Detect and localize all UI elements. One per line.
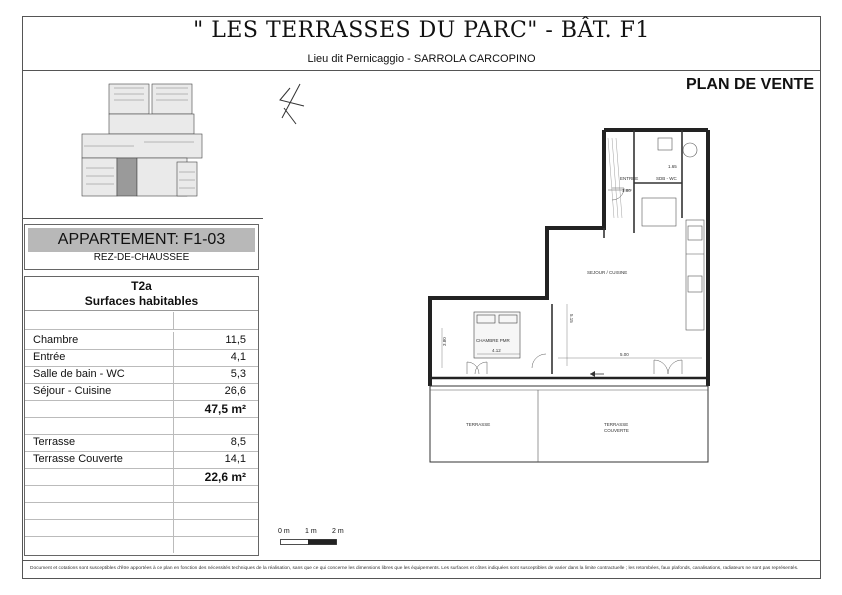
room-label: Salle de bain - WC: [33, 368, 125, 380]
room-label-sejour: SEJOUR / CUISINE: [587, 270, 627, 275]
sidebar-divider: [22, 218, 263, 219]
exterior-area: 8,5: [230, 436, 246, 448]
building-key-plan: [81, 83, 203, 197]
apartment-header: APPARTEMENT: F1-03 REZ-DE-CHAUSSEE: [24, 224, 259, 270]
table-row: Salle de bain - WC 5,3: [25, 366, 258, 384]
scale-bar: [280, 539, 337, 545]
building-title: " LES TERRASSES DU PARC" - BÂT. F1: [193, 18, 650, 43]
north-arrow-icon: [279, 83, 305, 125]
dimension-label: 5.00: [620, 352, 629, 357]
room-label-sdb: SDB - WC: [656, 176, 677, 181]
table-row-empty: [25, 417, 258, 435]
dimension-label: 1.80: [622, 188, 631, 193]
room-label: Séjour - Cuisine: [33, 385, 112, 397]
floor-plan: ENTREE SDB - WC SEJOUR / CUISINE CHAMBRE…: [279, 83, 710, 463]
room-label-entree: ENTREE: [620, 176, 638, 181]
living-area-total: 47,5 m²: [204, 402, 246, 416]
room-label-chambre: CHAMBRE PMR: [476, 338, 511, 343]
room-label-terrasse: TERRASSE: [466, 422, 490, 427]
header-divider: [22, 70, 821, 71]
room-label: Entrée: [33, 351, 66, 363]
dimension-label: 4.12: [492, 348, 501, 353]
table-row-total: 22,6 m²: [25, 468, 258, 486]
table-row: Terrasse 8,5: [25, 434, 258, 452]
document-frame: [22, 16, 821, 579]
apartment-type: T2a: [131, 279, 152, 293]
exterior-label: Terrasse: [33, 436, 76, 448]
dimension-label: 3.80: [442, 337, 447, 346]
table-row: Chambre 11,5: [25, 332, 258, 350]
exterior-area-total: 22,6 m²: [204, 470, 246, 484]
plan-type-label: PLAN DE VENTE: [685, 76, 814, 93]
surfaces-table: T2a Surfaces habitables Chambre 11,5 Ent…: [24, 276, 259, 556]
exterior-label: Terrasse Couverte: [33, 453, 123, 465]
table-row-empty: [25, 519, 258, 537]
location-subtitle: Lieu dit Pernicaggio - SARROLA CARCOPINO: [307, 53, 536, 65]
table-row-empty: [25, 312, 258, 330]
room-label-terrasse-couverte-2: COUVERTE: [604, 428, 629, 433]
table-row: Séjour - Cuisine 26,6: [25, 383, 258, 401]
table-row-empty: [25, 502, 258, 520]
scale-label-2: 2 m: [332, 528, 344, 535]
footer-disclaimer: Document et cotations sont susceptibles …: [30, 566, 799, 571]
dimension-label: 5.15: [569, 314, 574, 323]
room-area: 5,3: [230, 368, 246, 380]
scale-label-1: 1 m: [305, 528, 317, 535]
footer-divider: [22, 560, 821, 561]
table-row: Terrasse Couverte 14,1: [25, 451, 258, 469]
surfaces-table-header: T2a Surfaces habitables: [25, 277, 258, 311]
room-label: Chambre: [33, 334, 79, 346]
room-area: 11,5: [225, 334, 246, 346]
dimension-label: 1.65: [668, 164, 677, 169]
table-row: Entrée 4,1: [25, 349, 258, 367]
apartment-level: REZ-DE-CHAUSSEE: [93, 252, 190, 263]
apartment-name: APPARTEMENT: F1-03: [28, 228, 255, 252]
room-area: 26,6: [224, 385, 246, 397]
table-row-empty: [25, 536, 258, 553]
scale-label-0: 0 m: [278, 528, 290, 535]
room-label-terrasse-couverte: TERRASSE: [604, 422, 628, 427]
table-row-total: 47,5 m²: [25, 400, 258, 418]
room-area: 4,1: [230, 351, 246, 363]
exterior-area: 14,1: [224, 453, 246, 465]
surfaces-heading: Surfaces habitables: [84, 294, 199, 308]
table-row-empty: [25, 485, 258, 503]
